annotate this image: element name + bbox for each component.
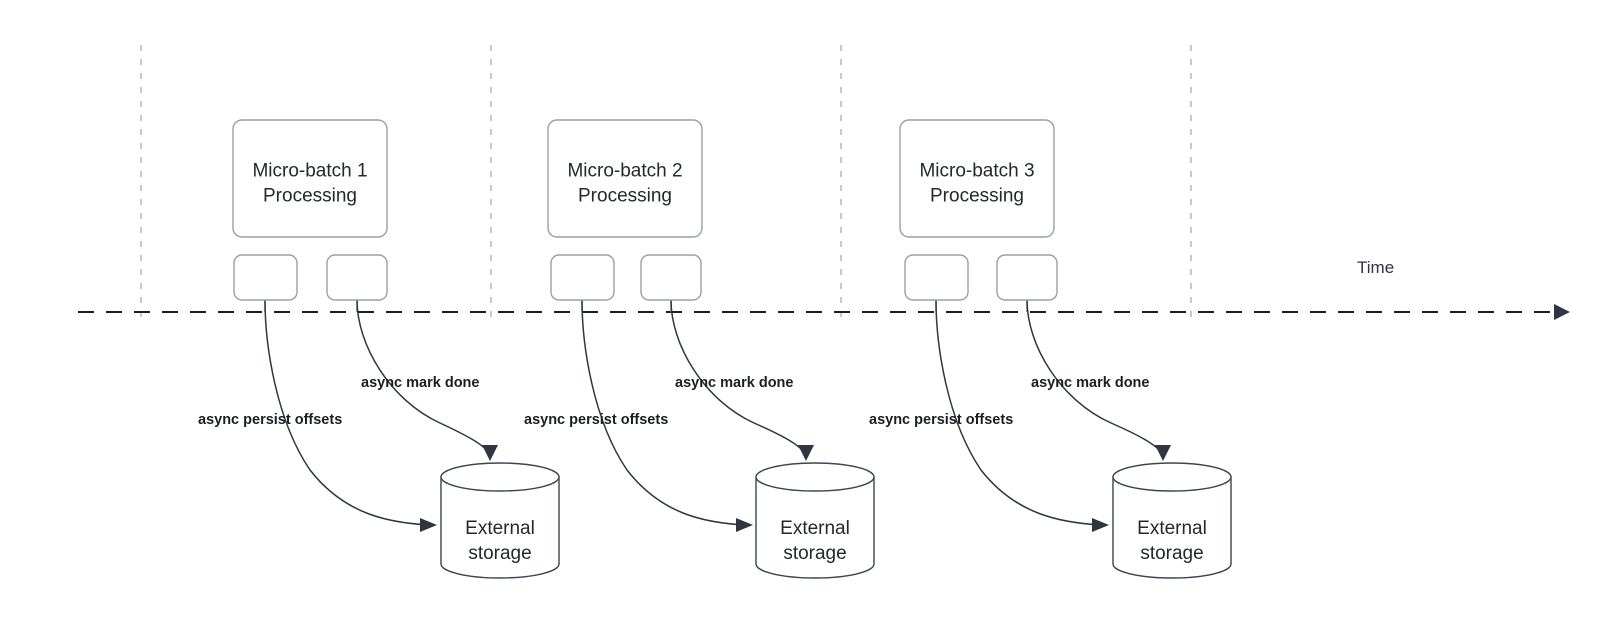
group-2-processing-box[interactable]: [547, 119, 703, 238]
edge-persist-offsets-2-label: async persist offsets: [524, 412, 668, 428]
edge-persist-offsets-2-arrowhead: [736, 518, 753, 532]
group-3-storage-label-line2: storage: [1140, 543, 1203, 564]
group-2-storage-cylinder-body[interactable]: [755, 477, 875, 579]
group-2-storage-label-line1: External: [780, 518, 850, 539]
timeline-layer: [78, 304, 1570, 320]
group-1-storage-label-line1: External: [465, 518, 535, 539]
edge-mark-done-3-label: async mark done: [1031, 375, 1149, 391]
task-box-3a[interactable]: [904, 254, 969, 301]
edge-persist-offsets-1-label: async persist offsets: [198, 412, 342, 428]
task-box-1b[interactable]: [326, 254, 388, 301]
group-1-storage-cylinder-body[interactable]: [440, 477, 560, 579]
group-3-storage-cylinder-body[interactable]: [1112, 477, 1232, 579]
edge-persist-offsets-1-arrowhead: [420, 518, 437, 532]
group-2-storage-cylinder-top: [755, 462, 875, 492]
timeline-arrowhead: [1554, 304, 1570, 320]
group-1-processing-box[interactable]: [232, 119, 388, 238]
edges-layer: [264, 299, 1171, 532]
edge-persist-offsets-3-arrowhead: [1092, 518, 1109, 532]
group-3-processing-label-line1: Micro-batch 3: [919, 161, 1034, 182]
group-2-processing-label-line2: Processing: [578, 186, 672, 207]
edge-mark-done-1-path: [356, 299, 491, 456]
task-box-2b[interactable]: [640, 254, 702, 301]
time-axis-label: Time: [1357, 258, 1394, 277]
group-3-processing-box[interactable]: [899, 119, 1055, 238]
edge-mark-done-1-label: async mark done: [361, 375, 479, 391]
group-3-processing-label-line2: Processing: [930, 186, 1024, 207]
shapes-layer: [232, 119, 1232, 579]
edge-mark-done-2-arrowhead: [798, 445, 814, 461]
group-3-storage-label-line1: External: [1137, 518, 1207, 539]
task-box-3b[interactable]: [996, 254, 1058, 301]
lifelines-layer: [140, 45, 1192, 321]
edge-mark-done-3-path: [1026, 299, 1164, 456]
edge-persist-offsets-1-path: [264, 299, 431, 526]
group-3-storage-cylinder-top: [1112, 462, 1232, 492]
edge-mark-done-2-path: [670, 299, 807, 456]
group-1-storage-label-line2: storage: [468, 543, 531, 564]
edge-mark-done-1-arrowhead: [482, 445, 498, 461]
edge-mark-done-3-arrowhead: [1155, 445, 1171, 461]
edge-persist-offsets-3-path: [935, 299, 1103, 526]
task-box-2a[interactable]: [550, 254, 615, 301]
edge-mark-done-2-label: async mark done: [675, 375, 793, 391]
group-1-storage-cylinder-top: [440, 462, 560, 492]
group-2-processing-label-line1: Micro-batch 2: [567, 161, 682, 182]
edge-persist-offsets-3-label: async persist offsets: [869, 412, 1013, 428]
edge-persist-offsets-2-path: [581, 299, 747, 526]
group-1-processing-label-line2: Processing: [263, 186, 357, 207]
task-box-1a[interactable]: [233, 254, 298, 301]
group-1-processing-label-line1: Micro-batch 1: [252, 161, 367, 182]
group-2-storage-label-line2: storage: [783, 543, 846, 564]
